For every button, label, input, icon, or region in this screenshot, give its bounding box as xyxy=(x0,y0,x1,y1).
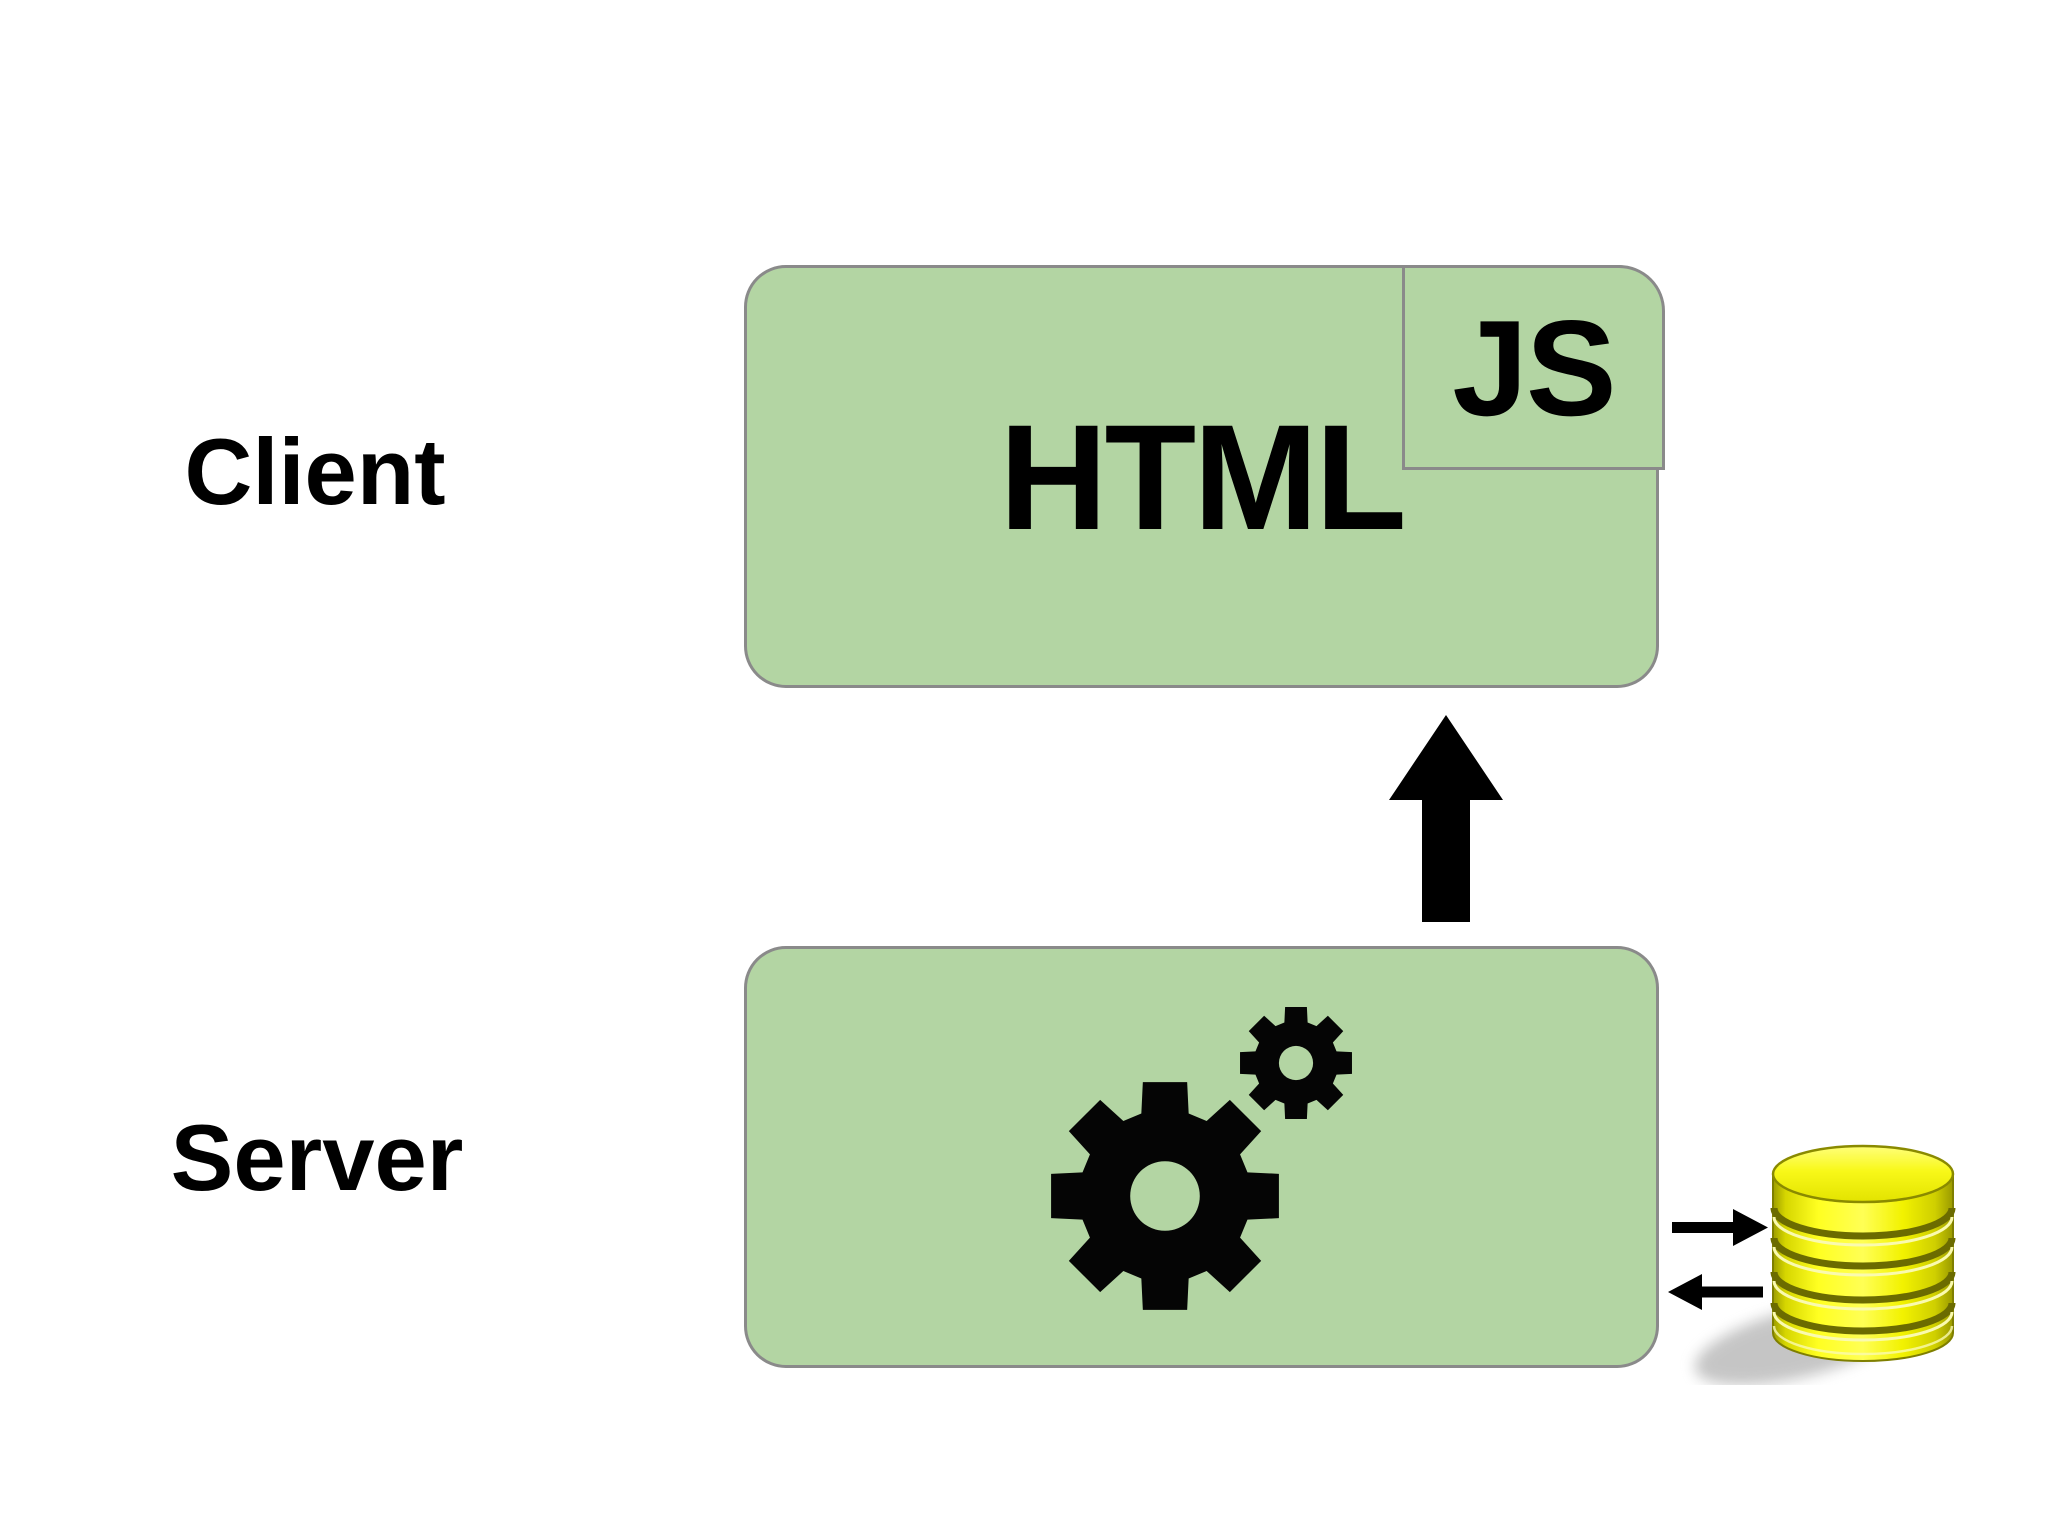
database-cylinder xyxy=(1770,1144,1956,1362)
js-box-label: JS xyxy=(1452,291,1616,444)
client-label: Client xyxy=(184,419,446,524)
database-icon xyxy=(1668,1144,1956,1385)
html-box-title: HTML xyxy=(999,392,1407,561)
left-arrow-icon xyxy=(1668,1274,1763,1310)
large-gear-icon xyxy=(1051,1082,1279,1310)
server-label: Server xyxy=(170,1105,464,1210)
client-js-box: JS xyxy=(1402,265,1665,470)
up-arrow-icon xyxy=(1389,715,1503,922)
right-arrow-icon xyxy=(1672,1209,1768,1246)
small-gear-icon xyxy=(1240,1007,1352,1119)
